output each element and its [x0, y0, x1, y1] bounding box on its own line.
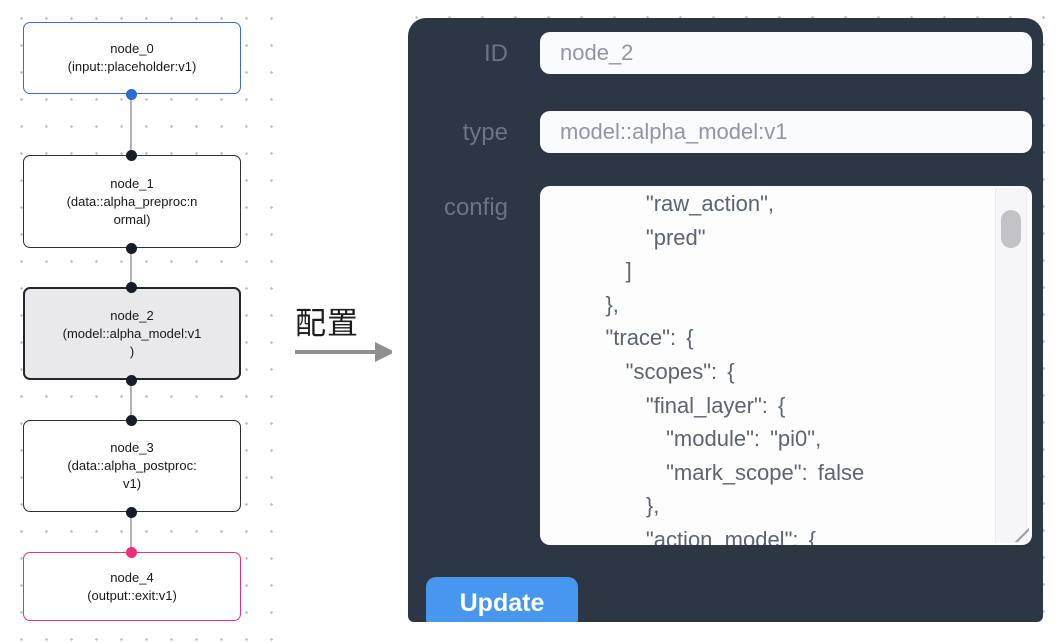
config-textarea[interactable]: "raw_action", "pred" ] }, "trace": { "sc… — [540, 186, 1032, 545]
node_2-bottom-port[interactable] — [126, 374, 137, 386]
graph-node-node_4[interactable]: node_4(output::exit:v1) — [23, 552, 241, 621]
annotation-label: 配置 — [295, 306, 359, 341]
graph-node-node_1[interactable]: node_1(data::alpha_preproc:n ormal) — [23, 155, 241, 248]
node-config-panel: ID type config "raw_action", "pred" ] },… — [408, 18, 1043, 622]
graph-node-node_3[interactable]: node_3(data::alpha_postproc: v1) — [23, 420, 241, 512]
type-input[interactable] — [540, 111, 1032, 153]
scrollbar-thumb[interactable] — [1001, 210, 1021, 248]
scrollbar-track[interactable] — [995, 188, 1027, 543]
graph-canvas[interactable]: node_0(input::placeholder:v1)node_1(data… — [0, 0, 283, 643]
node_1-bottom-port[interactable] — [126, 242, 137, 254]
node-type-line: (data::alpha_postproc: v1) — [67, 458, 197, 491]
config-json-text: "raw_action", "pred" ] }, "trace": { "sc… — [605, 191, 865, 545]
graph-node-node_0[interactable]: node_0(input::placeholder:v1) — [23, 22, 241, 94]
node_0-bottom-port[interactable] — [126, 88, 137, 100]
node-title: node_2 — [110, 307, 154, 323]
node_4-top-port[interactable] — [126, 546, 137, 558]
id-input[interactable] — [540, 32, 1032, 74]
node-type-line: (data::alpha_preproc:n ormal) — [66, 193, 198, 227]
node_3-top-port[interactable] — [126, 414, 137, 426]
type-field-label: type — [462, 119, 508, 146]
node_3-bottom-port[interactable] — [126, 506, 137, 518]
node-type-line: (model::alpha_model:v1 ) — [62, 325, 202, 359]
node-title: node_1 — [110, 175, 154, 191]
node_1-top-port[interactable] — [126, 149, 137, 161]
node-title: node_3 — [110, 440, 154, 455]
node-title: node_4 — [110, 569, 154, 585]
id-field-label: ID — [484, 40, 508, 67]
node_2-top-port[interactable] — [126, 281, 137, 293]
node-type-line: (output::exit:v1) — [87, 587, 177, 603]
node-title: node_0 — [110, 41, 154, 56]
panel-canvas[interactable]: ID type config "raw_action", "pred" ] },… — [392, 0, 1062, 630]
graph-node-node_2[interactable]: node_2(model::alpha_model:v1 ) — [23, 287, 241, 380]
update-button[interactable]: Update — [426, 577, 578, 622]
right-arrow-icon — [295, 342, 395, 362]
node-type-line: (input::placeholder:v1) — [67, 59, 197, 74]
config-field-label: config — [443, 194, 508, 221]
